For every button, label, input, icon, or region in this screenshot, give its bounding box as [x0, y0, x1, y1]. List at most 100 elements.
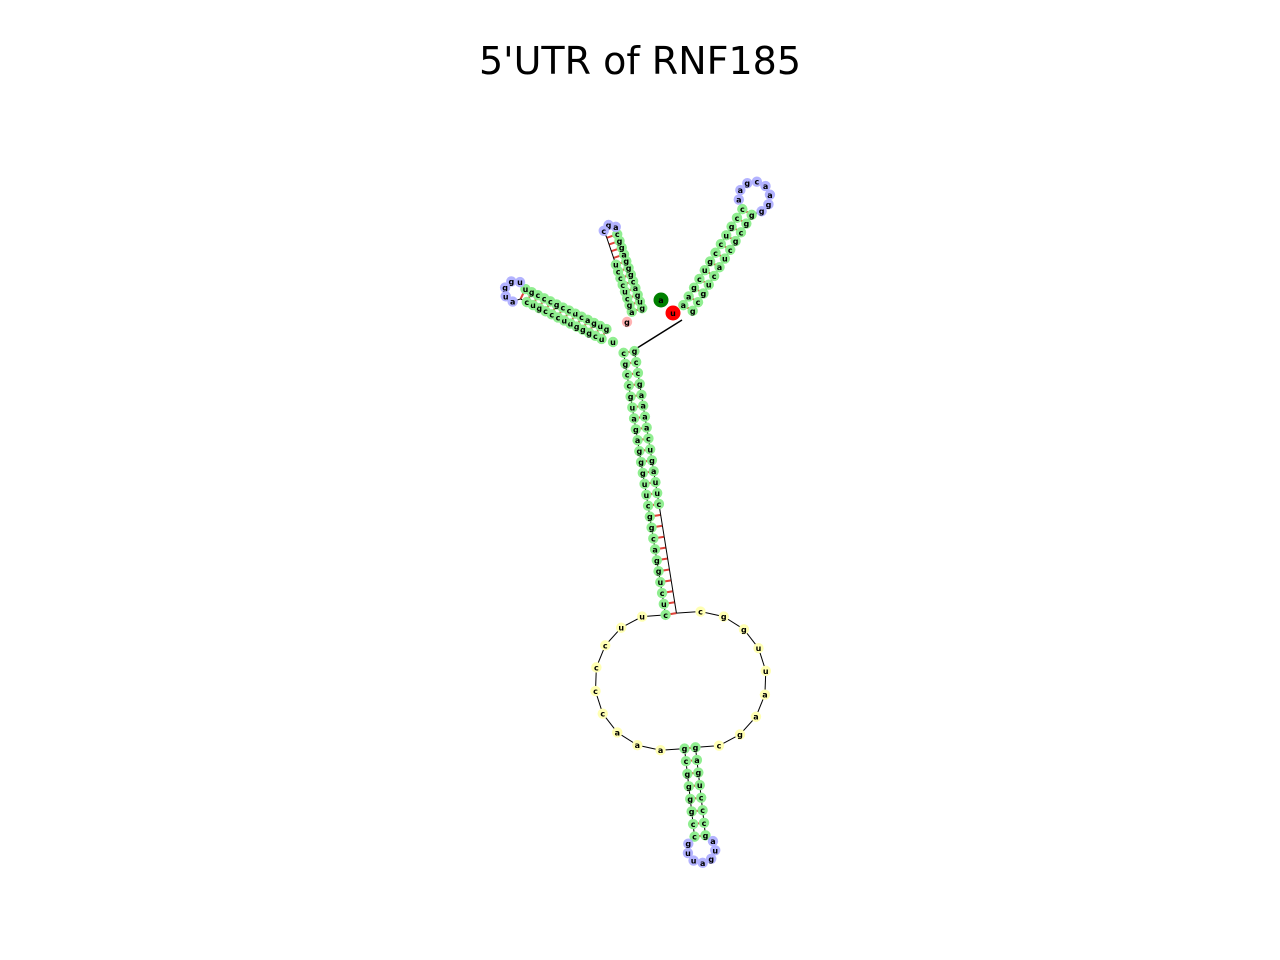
backbone-segment — [667, 558, 670, 570]
svg-text:u: u — [618, 624, 624, 633]
svg-text:a: a — [629, 308, 634, 317]
svg-text:g: g — [737, 730, 743, 739]
svg-text:g: g — [689, 807, 695, 816]
branch-left-loop: a — [507, 296, 518, 307]
svg-text:u: u — [722, 255, 728, 264]
svg-text:u: u — [661, 600, 667, 609]
lower-stem-5: c — [687, 818, 699, 830]
branch-right-stem-5: u — [703, 279, 714, 290]
svg-text:g: g — [743, 220, 749, 229]
backbone-segment — [660, 514, 663, 526]
svg-text:g: g — [591, 319, 597, 328]
svg-text:u: u — [530, 301, 536, 310]
svg-text:c: c — [556, 313, 561, 322]
svg-text:c: c — [621, 349, 626, 358]
branch-left-loop: u — [514, 276, 526, 288]
svg-text:g: g — [687, 795, 693, 804]
svg-text:c: c — [593, 687, 598, 696]
svg-text:u: u — [629, 403, 635, 412]
svg-text:a: a — [738, 186, 743, 195]
branch-right-stem-5: c — [708, 270, 720, 282]
svg-text:a: a — [652, 545, 657, 554]
svg-text:c: c — [567, 307, 572, 316]
main-stem-5: g — [646, 522, 657, 533]
svg-text:g: g — [623, 257, 629, 266]
hairpin-loop-bottom: a — [707, 835, 719, 847]
branch-middle-stem-3: u — [610, 259, 622, 270]
svg-text:g: g — [686, 782, 692, 791]
svg-text:c: c — [702, 819, 707, 828]
backbone-segment — [674, 602, 677, 614]
branch-right-stem-5: g — [687, 305, 698, 317]
svg-text:a: a — [510, 298, 515, 307]
svg-text:g: g — [638, 458, 644, 467]
svg-text:c: c — [593, 332, 598, 341]
svg-text:a: a — [635, 436, 640, 445]
svg-text:u: u — [597, 322, 603, 331]
internal-loop: c — [600, 640, 611, 651]
svg-text:u: u — [691, 857, 697, 866]
internal-loop: c — [597, 708, 608, 719]
main-stem-3: u — [650, 476, 661, 488]
svg-text:c: c — [543, 307, 548, 316]
svg-text:a: a — [658, 296, 663, 305]
page-title: 5'UTR of RNF185 — [478, 39, 802, 83]
lower-stem-3: g — [700, 830, 711, 841]
svg-text:c: c — [646, 502, 651, 511]
main-stem-3: c — [643, 433, 654, 444]
branch-right-stem-3: c — [737, 203, 748, 215]
main-stem-5: c — [623, 380, 635, 391]
svg-text:u: u — [647, 445, 653, 454]
svg-text:g: g — [604, 325, 610, 334]
main-stem-5: g — [653, 566, 664, 577]
svg-text:c: c — [697, 275, 702, 284]
svg-text:c: c — [601, 227, 606, 236]
internal-loop: u — [636, 611, 648, 622]
hairpin-loop-bottom: u — [682, 847, 694, 859]
hairpin-loop-bottom: u — [688, 855, 699, 866]
svg-text:c: c — [524, 298, 529, 307]
svg-text:g: g — [682, 745, 688, 754]
svg-text:a: a — [763, 182, 768, 191]
svg-text:c: c — [699, 794, 704, 803]
main-stem-5: u — [627, 402, 638, 413]
branch-right-stem-3: c — [710, 247, 721, 258]
branch-right-stem-5: a — [714, 262, 725, 273]
main-stem-5: g — [634, 445, 645, 457]
main-stem-3: c — [632, 367, 644, 379]
svg-text:c: c — [536, 291, 541, 300]
branch-right-stem-5: g — [741, 218, 752, 229]
main-stem-3: a — [648, 466, 659, 477]
main-stem-5: u — [658, 598, 670, 610]
svg-text:g: g — [617, 237, 623, 246]
main-stem-3: a — [641, 422, 652, 433]
branch-right-stem-3: g — [688, 282, 700, 293]
svg-text:u: u — [561, 316, 567, 325]
svg-text:c: c — [691, 820, 696, 829]
main-stem-3: g — [634, 378, 645, 390]
svg-text:c: c — [740, 205, 745, 214]
svg-text:c: c — [616, 267, 621, 276]
svg-text:a: a — [613, 223, 618, 232]
main-stem-3: c — [630, 356, 642, 368]
hairpin-loop-bottom: g — [683, 838, 694, 849]
branch-right-stem-3: a — [683, 291, 694, 302]
main-stem-3: c — [653, 498, 665, 510]
svg-text:c: c — [634, 358, 639, 367]
main-stem-3: a — [636, 389, 647, 400]
branch-right-stem-3: c — [715, 238, 727, 250]
branch-right-stem-3: c — [694, 273, 705, 285]
main-stem-5: c — [660, 609, 671, 621]
svg-text:g: g — [708, 855, 714, 864]
svg-text:c: c — [684, 757, 689, 766]
svg-text:c: c — [692, 833, 697, 842]
svg-text:c: c — [626, 382, 631, 391]
svg-text:g: g — [554, 300, 560, 309]
backbone-segment — [668, 569, 672, 581]
branch-right-loop: g — [756, 206, 767, 217]
svg-text:g: g — [632, 347, 638, 356]
svg-text:g: g — [529, 288, 535, 297]
internal-loop: u — [615, 622, 627, 633]
multi-loop-nucleotide: g — [621, 316, 633, 328]
lower-stem-3: c — [698, 817, 710, 829]
